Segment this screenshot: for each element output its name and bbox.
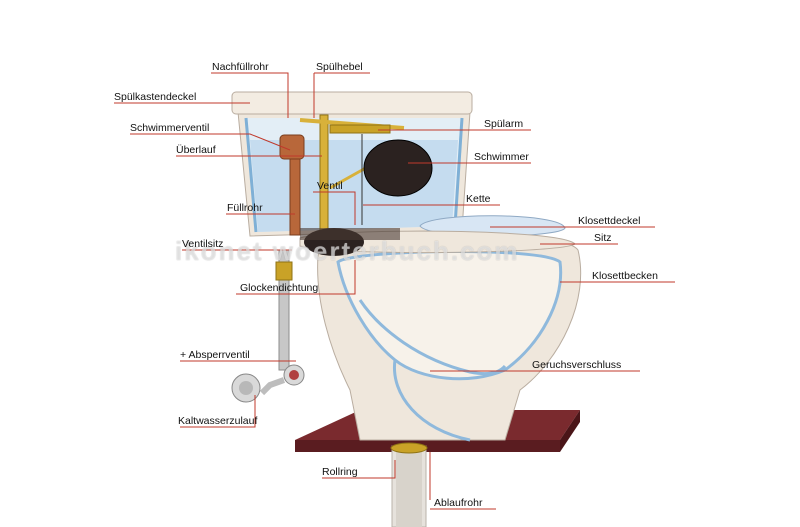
label-spuelkastendeckel: Spülkastendeckel xyxy=(114,91,197,103)
label-schwimmerventil: Schwimmerventil xyxy=(130,122,210,134)
label-ventil: Ventil xyxy=(317,180,343,192)
label-glockendichtung: Glockendichtung xyxy=(240,282,319,294)
bowl xyxy=(299,215,582,442)
float-ball xyxy=(363,139,433,197)
label-ueberlauf: Überlauf xyxy=(176,144,216,156)
leader-lines xyxy=(114,72,675,510)
label-sitz: Sitz xyxy=(594,232,612,244)
float-valve xyxy=(279,134,305,160)
label-geruchsverschluss: Geruchsverschluss xyxy=(532,359,622,371)
label-nachfuellrohr: Nachfüllrohr xyxy=(212,61,269,73)
label-spuelhebel: Spülhebel xyxy=(316,61,363,73)
overflow-tube xyxy=(319,114,329,236)
label-ablaufrohr: Ablaufrohr xyxy=(434,497,483,509)
label-rollring: Rollring xyxy=(322,466,358,478)
label-spuelarm: Spülarm xyxy=(484,118,524,130)
flush-arm xyxy=(329,124,391,134)
label-absperrventil: + Absperrventil xyxy=(180,349,250,361)
label-kaltwasserzulauf: Kaltwasserzulauf xyxy=(178,415,258,427)
label-kette: Kette xyxy=(466,193,491,205)
drain-pipe xyxy=(390,442,428,527)
label-klosettbecken: Klosettbecken xyxy=(592,270,658,282)
label-fuellrohr: Füllrohr xyxy=(227,202,263,214)
label-klosettdeckel: Klosettdeckel xyxy=(578,215,641,227)
tank-lid xyxy=(231,91,473,115)
watermark: ikonet woerterbuch.com xyxy=(175,236,520,266)
supply-line xyxy=(231,249,305,403)
tank-internals xyxy=(279,114,433,256)
label-schwimmer: Schwimmer xyxy=(474,151,529,163)
label-ventilsitz: Ventilsitz xyxy=(182,238,224,250)
